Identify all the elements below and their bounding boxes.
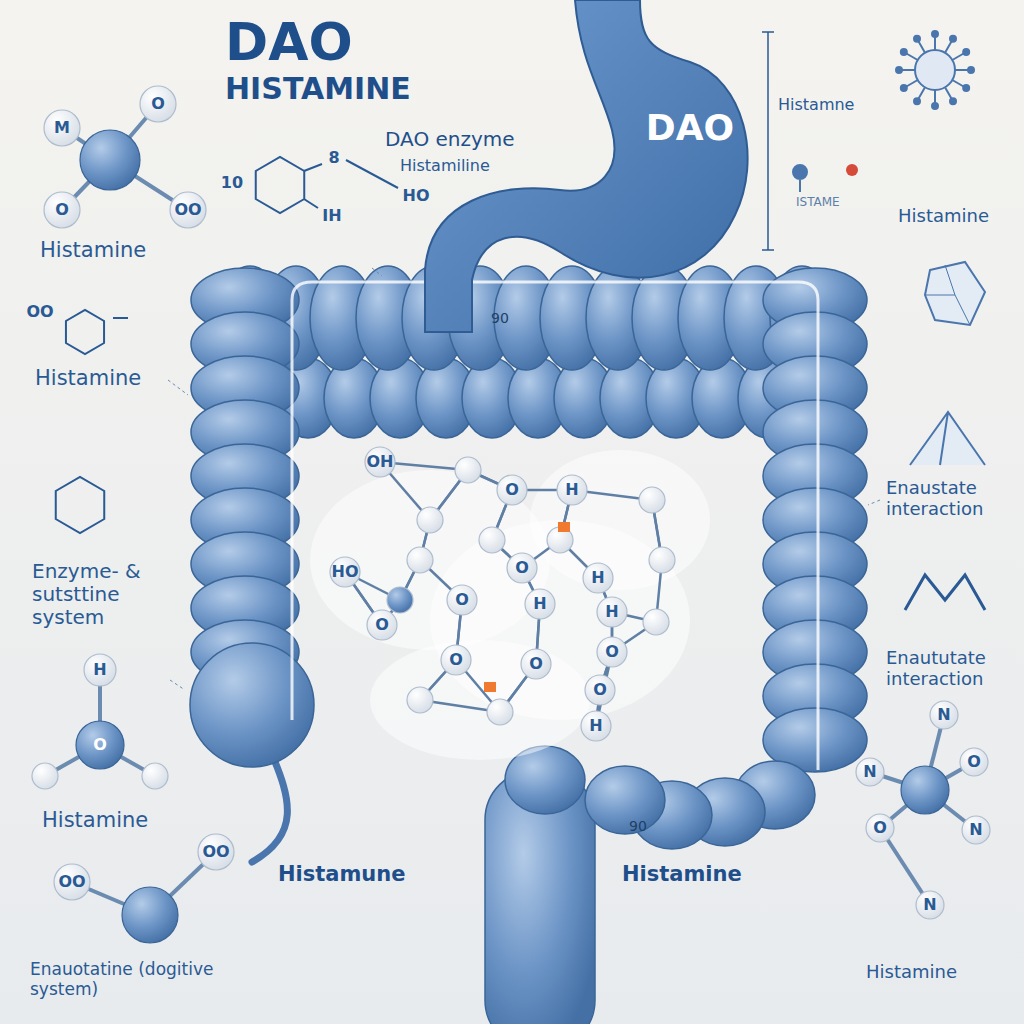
atom-label: HO: [403, 188, 430, 204]
atom-label: OO: [26, 304, 53, 320]
atom-label: OO: [174, 202, 201, 218]
atom-label: O: [449, 652, 463, 668]
text-label: DAO: [646, 110, 734, 146]
text-label: 90: [629, 819, 647, 833]
atom-label: O: [505, 482, 519, 498]
text-label: Histamune: [278, 862, 406, 886]
colon-segment: [585, 766, 665, 834]
atom-label: H: [591, 570, 604, 586]
text-label: Enaustate interaction: [886, 478, 1020, 519]
atom-label: 8: [328, 150, 339, 166]
text-label: Histamine: [35, 366, 141, 390]
atom-label: H: [93, 662, 106, 678]
text-label: Histamiline: [400, 157, 490, 175]
icons: [793, 31, 985, 610]
atom-label: 10: [221, 175, 243, 191]
atom-label: HO: [332, 564, 359, 580]
molecules: [32, 86, 990, 943]
atom-label: O: [515, 560, 529, 576]
atom-label: H: [565, 482, 578, 498]
atom-label: OH: [367, 454, 394, 470]
atom-label: M: [54, 120, 70, 136]
atom-label: O: [55, 202, 69, 218]
atom-label: O: [529, 656, 543, 672]
text-label: Enauotatine (dogitive system): [30, 960, 245, 999]
text-label: Enzyme- & sutsttine system: [32, 560, 182, 629]
text-label: Histamine: [40, 238, 146, 262]
organs: [190, 0, 867, 1024]
leader-line: [168, 268, 880, 690]
atom-label: O: [151, 96, 165, 112]
text-label: Histamine: [622, 862, 742, 886]
atom-label: O: [605, 644, 619, 660]
bracket: [762, 32, 774, 250]
atom-label: O: [93, 737, 107, 753]
text-label: Histamne: [778, 96, 854, 114]
text-label: HISTAMINE: [225, 72, 411, 107]
atom-label: OO: [202, 844, 229, 860]
text-label: Enaututate interaction: [886, 648, 1022, 689]
text-label: Histamine: [866, 962, 957, 983]
atom-label: N: [937, 707, 950, 723]
atom-label: O: [593, 682, 607, 698]
enzyme-molecule: [310, 447, 710, 760]
atom-label: O: [375, 617, 389, 633]
text-label: Histamine: [898, 206, 989, 227]
tube-line: [292, 282, 818, 770]
text-label: Histamine: [42, 808, 148, 832]
atom-label: O: [967, 754, 981, 770]
atom-label: OO: [58, 874, 85, 890]
atom-label: O: [455, 592, 469, 608]
atom-label: H: [589, 718, 602, 734]
atom-label: N: [863, 764, 876, 780]
text-label: ISTAME: [796, 196, 840, 210]
text-label: DAO enzyme: [385, 128, 515, 151]
atom-label: H: [533, 596, 546, 612]
text-label: 90: [491, 311, 509, 325]
atom-label: H: [605, 604, 618, 620]
title: DAO: [225, 16, 353, 68]
atom-label: IH: [322, 208, 341, 224]
atom-label: N: [923, 897, 936, 913]
cecum: [190, 643, 314, 767]
atom-label: O: [873, 820, 887, 836]
atom-label: N: [969, 822, 982, 838]
